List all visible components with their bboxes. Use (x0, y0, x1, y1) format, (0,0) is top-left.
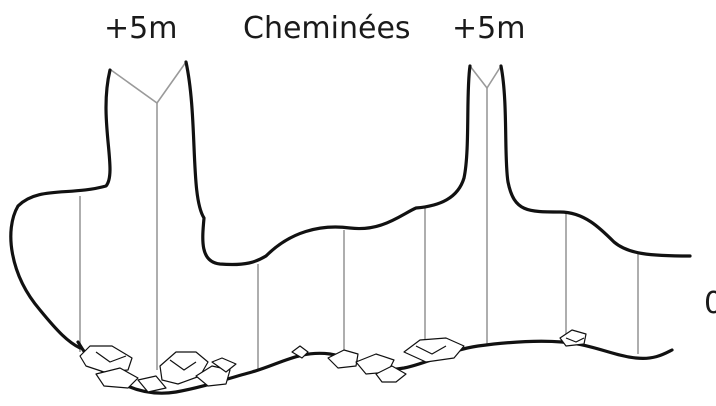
boulder-detail (169, 359, 197, 371)
boulder (291, 345, 309, 359)
right-chimney-top (469, 65, 502, 90)
boulder (403, 337, 465, 363)
edge-depth-label: 0 (704, 286, 716, 321)
left-chimney-height-label: +5m (104, 11, 178, 46)
boulder-detail (415, 345, 447, 355)
section-lines (79, 88, 639, 370)
boulder-detail (95, 351, 127, 363)
diagram-title: Cheminées (243, 11, 411, 46)
boulder-detail (565, 337, 585, 343)
cave-ceiling-outline (9, 60, 692, 350)
boulder (195, 365, 231, 387)
boulder (559, 329, 587, 347)
boulder (327, 349, 359, 369)
boulder (95, 367, 139, 389)
boulder (375, 365, 407, 383)
boulder (137, 375, 167, 393)
floor-boulders (79, 329, 587, 393)
left-chimney-top (110, 61, 187, 105)
boulder (211, 357, 237, 373)
chimney-tops (110, 61, 502, 105)
right-chimney-height-label: +5m (452, 11, 526, 46)
